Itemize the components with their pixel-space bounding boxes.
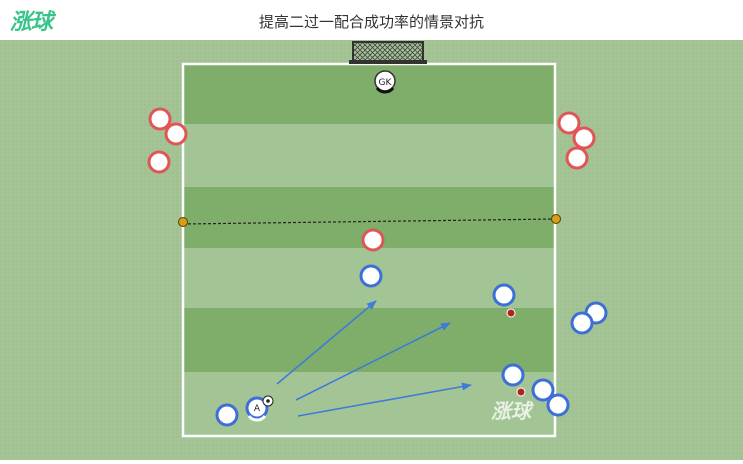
pass-arrow-icon (295, 322, 451, 401)
dashed-line (182, 218, 557, 225)
cone-icon (551, 214, 561, 224)
goalkeeper-label: GK (379, 78, 393, 88)
blue-player (501, 363, 525, 387)
blue-player (215, 403, 239, 427)
blue-player (359, 264, 383, 288)
red-player (565, 146, 589, 170)
red-player (148, 107, 172, 131)
red-player (572, 126, 596, 150)
pass-arrow-icon (276, 300, 377, 385)
field-stripe (183, 64, 555, 124)
red-marker (516, 387, 526, 397)
page-title: 提高二过一配合成功率的情景对抗 (258, 13, 484, 31)
red-player (361, 228, 385, 252)
goalkeeper: GK (374, 70, 396, 94)
red-player (557, 111, 581, 135)
pass-arrows (276, 300, 472, 417)
cone-icon (178, 217, 188, 227)
attacker-a: A (245, 396, 269, 422)
pass-arrow-icon (297, 382, 472, 417)
red-players (147, 107, 596, 252)
red-marker (506, 308, 516, 318)
attacker-label: A (254, 404, 261, 414)
logo: 涨球 (10, 10, 53, 35)
blue-player (570, 311, 594, 335)
goal-net-icon (349, 41, 427, 64)
field-stripe (183, 308, 555, 372)
blue-player (492, 283, 516, 307)
watermark: 涨球 (491, 399, 534, 423)
soccer-ball-icon (262, 395, 274, 407)
blue-player (546, 393, 570, 417)
drill-diagram: GK A 涨球 (0, 40, 743, 460)
red-player (164, 122, 188, 146)
red-player (147, 150, 171, 174)
blue-players (215, 264, 608, 427)
header-bar: 涨球 提高二过一配合成功率的情景对抗 (0, 0, 743, 41)
field-stripe (183, 124, 555, 187)
blue-player (531, 378, 555, 402)
